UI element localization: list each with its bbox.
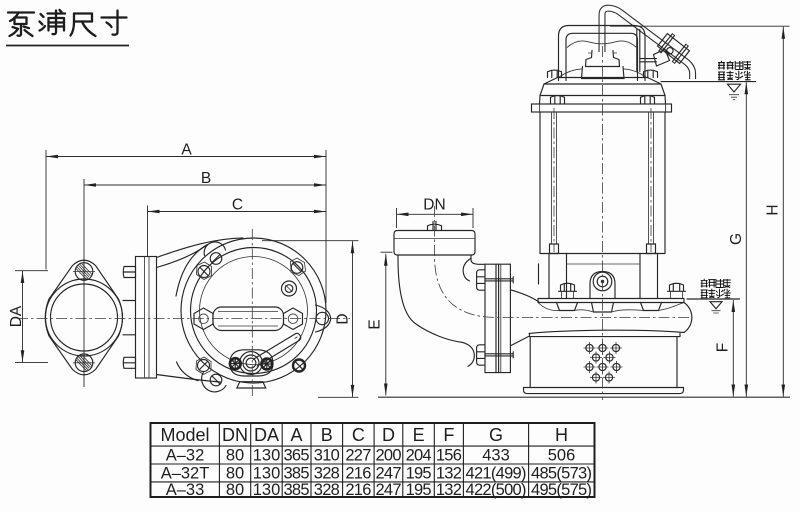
- svg-text:195: 195: [406, 465, 432, 483]
- svg-text:H: H: [765, 204, 782, 215]
- svg-text:385: 385: [284, 465, 310, 483]
- svg-text:D: D: [382, 425, 395, 445]
- svg-text:G: G: [728, 233, 745, 245]
- svg-text:80: 80: [226, 481, 244, 499]
- svg-text:328: 328: [314, 481, 340, 499]
- svg-text:B: B: [201, 170, 211, 187]
- svg-text:485(573): 485(573): [531, 465, 592, 483]
- svg-text:Model: Model: [160, 425, 209, 445]
- svg-text:216: 216: [345, 481, 371, 499]
- svg-text:310: 310: [314, 447, 340, 465]
- svg-text:156: 156: [436, 447, 462, 465]
- svg-text:421(499): 421(499): [466, 465, 527, 483]
- svg-text:385: 385: [284, 481, 310, 499]
- svg-text:DA: DA: [254, 425, 279, 445]
- svg-text:A–32: A–32: [166, 447, 205, 465]
- svg-text:132: 132: [436, 465, 462, 483]
- svg-text:A–32T: A–32T: [161, 465, 210, 483]
- svg-text:F: F: [443, 425, 454, 445]
- svg-text:A–33: A–33: [166, 481, 205, 499]
- svg-text:DA: DA: [8, 305, 25, 327]
- svg-text:130: 130: [253, 465, 281, 483]
- svg-text:DN: DN: [222, 425, 248, 445]
- svg-text:E: E: [413, 425, 425, 445]
- svg-text:204: 204: [406, 447, 432, 465]
- svg-text:433: 433: [482, 447, 510, 465]
- svg-text:132: 132: [436, 481, 462, 499]
- svg-text:F: F: [715, 343, 732, 352]
- svg-text:227: 227: [345, 447, 371, 465]
- svg-text:E: E: [367, 319, 384, 329]
- svg-text:328: 328: [314, 465, 340, 483]
- svg-text:80: 80: [226, 465, 244, 483]
- svg-text:247: 247: [376, 481, 402, 499]
- svg-text:130: 130: [253, 447, 281, 465]
- svg-text:195: 195: [406, 481, 432, 499]
- svg-text:H: H: [555, 425, 568, 445]
- svg-text:422(500): 422(500): [466, 481, 527, 499]
- svg-text:C: C: [352, 425, 365, 445]
- svg-text:B: B: [321, 425, 333, 445]
- svg-text:A: A: [290, 425, 302, 445]
- svg-text:G: G: [489, 425, 503, 445]
- svg-text:130: 130: [253, 481, 281, 499]
- svg-text:247: 247: [376, 465, 402, 483]
- svg-text:200: 200: [376, 447, 402, 465]
- svg-text:C: C: [232, 197, 243, 214]
- svg-text:A: A: [181, 142, 192, 159]
- svg-text:80: 80: [226, 447, 244, 465]
- svg-text:D: D: [335, 313, 352, 324]
- svg-text:216: 216: [345, 465, 371, 483]
- svg-text:495(575): 495(575): [531, 481, 592, 499]
- svg-text:DN: DN: [423, 197, 445, 214]
- svg-text:506: 506: [548, 447, 576, 465]
- svg-text:365: 365: [284, 447, 310, 465]
